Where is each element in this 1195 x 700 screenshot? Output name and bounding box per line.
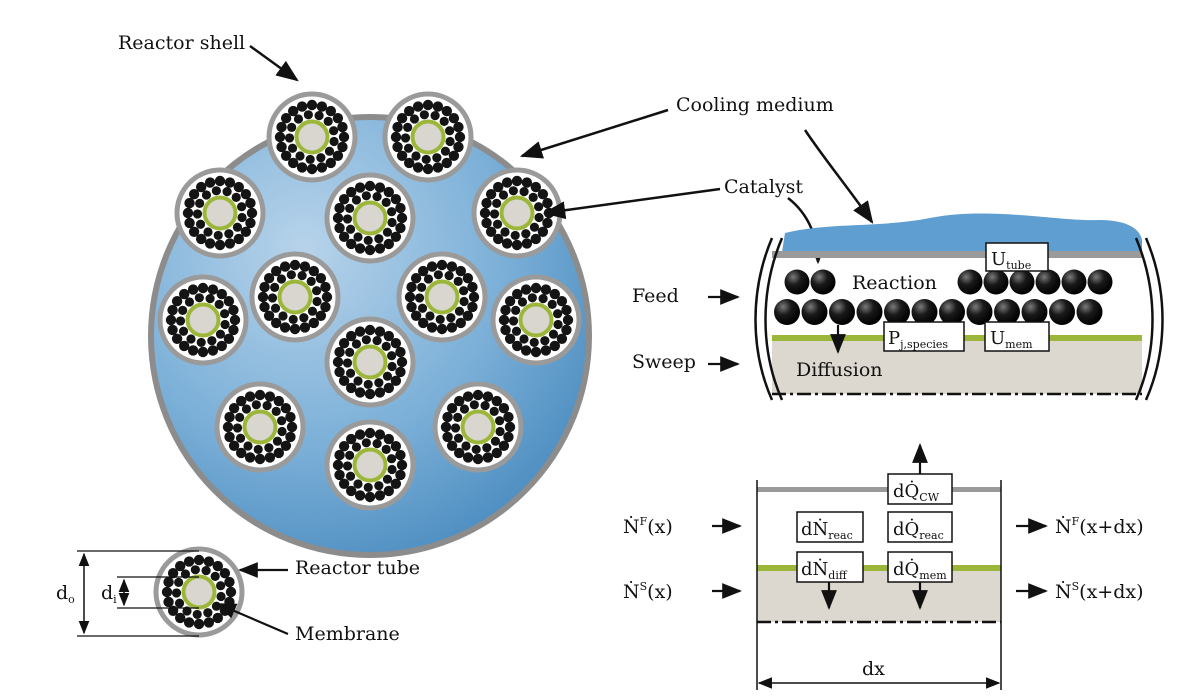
reactor-tube	[399, 254, 485, 340]
tube-wall	[772, 251, 1142, 258]
reactor-shell-arrow	[249, 44, 299, 82]
membrane-label: Membrane	[295, 623, 400, 645]
svg-text:dQ̇CW: dQ̇CW	[893, 480, 940, 504]
element-membrane	[757, 565, 1001, 571]
svg-text:dQ̇mem: dQ̇mem	[893, 558, 947, 582]
svg-text:Umem: Umem	[990, 328, 1033, 351]
catalyst-label: Catalyst	[724, 176, 803, 198]
ns-in-label: ṄS(x)	[623, 580, 673, 603]
u-tube-box: Utube	[985, 242, 1049, 272]
cooling-medium-arrow-shell	[519, 108, 669, 159]
cooling-medium-arrow-section	[803, 129, 874, 224]
diffusion-label: Diffusion	[796, 359, 883, 381]
svg-text:Utube: Utube	[991, 249, 1031, 272]
outer-diameter-label: do	[56, 582, 75, 606]
reactor-tube	[385, 94, 471, 180]
catalyst-arrow-shell	[542, 187, 721, 220]
cooling-layer	[782, 213, 1142, 252]
dx-label: dx	[862, 658, 885, 680]
svg-text:dṄdiff: dṄdiff	[801, 557, 848, 582]
reactor-tube	[217, 384, 303, 470]
element-permeate	[757, 570, 1001, 622]
dq-reac-box: dQ̇reac	[887, 511, 953, 543]
inner-diameter-label: di	[101, 582, 117, 606]
ns-out-label: ṄS(x+dx)	[1055, 580, 1144, 603]
reactor-tube-label: Reactor tube	[295, 557, 420, 579]
nf-out-label: ṄF(x+dx)	[1055, 515, 1144, 538]
membrane-arrow	[216, 602, 289, 636]
svg-text:dṄreac: dṄreac	[801, 517, 853, 542]
reactor-tube	[327, 319, 413, 405]
reactor-tube	[327, 422, 413, 508]
balance-element: dx dQ̇CW dṄreac dQ̇reac dṄdiff dQ̇mem	[756, 443, 1002, 690]
feed-label: Feed	[632, 285, 679, 307]
nf-in-label: ṄF(x)	[623, 515, 673, 538]
dn-diff-box: dṄdiff	[796, 551, 864, 583]
dq-cw-box: dQ̇CW	[887, 473, 953, 505]
single-reactor-tube	[156, 549, 242, 635]
p-species-box: Pj,species	[883, 321, 965, 352]
tube-section: Reaction Diffusion Utube Pj,species Umem	[754, 213, 1164, 401]
svg-text:Pj,species: Pj,species	[888, 328, 948, 351]
dn-reac-box: dṄreac	[796, 511, 864, 543]
element-wall	[757, 487, 1001, 492]
reactor-tube	[493, 277, 579, 363]
reactor-tube	[160, 277, 246, 363]
reactor-tube	[327, 175, 413, 261]
reactor-tube	[252, 254, 338, 340]
svg-text:dQ̇reac: dQ̇reac	[893, 518, 944, 542]
u-mem-box: Umem	[984, 321, 1050, 352]
sweep-label: Sweep	[632, 351, 696, 373]
reactor-tube	[269, 94, 355, 180]
reactor-shell-label: Reactor shell	[118, 32, 245, 54]
reaction-label: Reaction	[852, 272, 937, 294]
catalyst-particles	[774, 269, 1113, 325]
cooling-medium-label: Cooling medium	[676, 94, 834, 116]
reactor-tube	[177, 170, 263, 256]
reactor-tube	[435, 384, 521, 470]
dq-mem-box: dQ̇mem	[887, 551, 953, 583]
